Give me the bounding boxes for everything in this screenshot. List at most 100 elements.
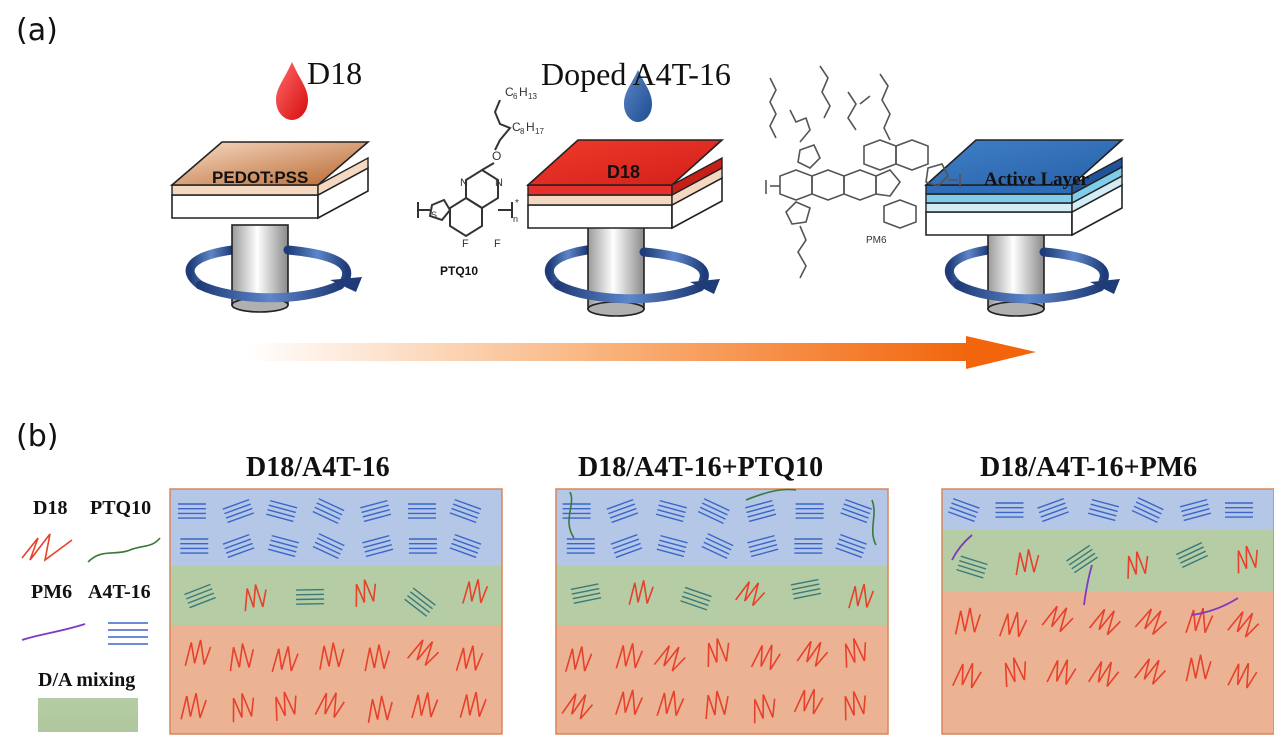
a4t16-stack xyxy=(747,534,779,558)
d18-chain xyxy=(753,694,776,724)
legend-d18-squiggle xyxy=(21,533,73,562)
d18-chain xyxy=(848,583,875,609)
a4t16-stack xyxy=(1087,498,1120,522)
box-border xyxy=(941,488,1274,735)
chem-c6-sub: 6 xyxy=(513,92,518,101)
a4t16-stack xyxy=(1225,502,1254,518)
d18-chain xyxy=(184,639,212,667)
legend-ptq10-line xyxy=(87,537,161,563)
pm6-structure xyxy=(765,65,961,279)
pm6-chain xyxy=(1083,564,1093,606)
d18-chain xyxy=(1046,659,1077,685)
mixing-region xyxy=(942,530,1274,592)
a4t16-stack xyxy=(404,587,436,617)
chem-s: S xyxy=(431,210,437,220)
morphology-box-3 xyxy=(941,488,1274,735)
a4t16-stack xyxy=(610,533,643,559)
d18-chain xyxy=(406,639,440,666)
d18-chain xyxy=(844,638,867,668)
drop-red-icon xyxy=(276,62,308,120)
d18-chain xyxy=(656,690,685,717)
legend-d18-label: D18 xyxy=(33,497,67,519)
panel-b-label: (b) xyxy=(16,419,58,454)
d18-chain xyxy=(1041,605,1074,633)
d18-chain xyxy=(229,643,255,672)
chem-f2: F xyxy=(494,238,501,250)
d18-chain xyxy=(1227,662,1258,689)
chem-h17-sub: 17 xyxy=(535,127,544,136)
d18-chain xyxy=(355,579,377,607)
chem-n2: N xyxy=(495,177,503,189)
a4t16-stack xyxy=(655,499,687,523)
d18-chain xyxy=(628,580,654,606)
pm6-chain xyxy=(951,534,973,561)
a4t16-stack xyxy=(449,533,482,559)
a4t16-stack xyxy=(1037,497,1069,523)
ptq10-chain xyxy=(871,499,877,546)
ptq10-chain xyxy=(568,491,575,539)
d18-chain xyxy=(653,645,686,672)
a4t16-stack xyxy=(790,578,822,600)
box-border xyxy=(555,488,889,735)
a4t16-stack xyxy=(606,498,639,524)
chem-h13: H xyxy=(519,85,528,99)
a4t16-stack xyxy=(312,533,345,559)
d18-chain xyxy=(459,691,487,718)
d18-chain xyxy=(750,644,781,671)
d18-chain xyxy=(998,611,1028,638)
a4t16-stack xyxy=(656,534,688,558)
d18-chain xyxy=(735,581,766,607)
d18-chain xyxy=(455,645,484,672)
d18-chain xyxy=(1185,607,1214,634)
panel-a-label: (a) xyxy=(16,13,58,48)
d18-chain xyxy=(951,662,982,689)
chem-c8-sub: 8 xyxy=(520,127,525,136)
d18-chain xyxy=(1127,551,1149,579)
d18-chain xyxy=(271,646,299,673)
a4t16-stack xyxy=(745,499,777,523)
d18-chain xyxy=(615,689,644,715)
d18-chain xyxy=(314,692,345,718)
d18-chain xyxy=(1004,657,1027,688)
legend-ptq10-label: PTQ10 xyxy=(90,497,151,519)
a4t16-stack xyxy=(794,538,823,554)
a4t16-stack xyxy=(795,503,824,519)
process-arrow xyxy=(248,336,1036,369)
acceptor-region xyxy=(170,489,502,566)
a4t16-stack xyxy=(570,583,602,604)
d18-chain xyxy=(705,690,729,720)
spin-coater-1 xyxy=(169,141,371,313)
d18-chain xyxy=(364,644,391,672)
pm6-label: PM6 xyxy=(866,235,887,246)
chem-f1: F xyxy=(462,238,469,250)
box3-title: D18/A4T-16+PM6 xyxy=(980,452,1197,483)
mixing-region xyxy=(556,566,888,626)
a4t16-stack xyxy=(562,503,591,519)
legend-pm6-line xyxy=(21,623,86,641)
drop-blue-icon xyxy=(624,70,652,122)
d18-chain xyxy=(180,693,207,720)
chem-n-sub: n xyxy=(513,214,518,224)
a4t16-stack xyxy=(1176,542,1208,568)
a4t16-stack xyxy=(566,538,595,554)
layer-pedot-label: PEDOT:PSS xyxy=(212,168,308,187)
donor-region xyxy=(942,592,1274,734)
a4t16-stack xyxy=(701,533,734,559)
a4t16-stack xyxy=(408,538,437,554)
d18-chain xyxy=(367,695,393,724)
morphology-box-2 xyxy=(555,488,889,735)
layer-active-label: Active Layer xyxy=(984,169,1090,190)
a4t16-stack xyxy=(266,499,298,523)
chem-h13-sub: 13 xyxy=(528,92,537,101)
d18-chain xyxy=(954,607,981,635)
d18-chain xyxy=(232,693,255,723)
acceptor-region xyxy=(556,489,888,566)
a4t16-stack xyxy=(1066,544,1098,574)
legend-a4t16-label: A4T-16 xyxy=(88,581,151,603)
d18-chain xyxy=(796,640,829,667)
d18-chain xyxy=(1227,611,1260,638)
drop1-label: D18 xyxy=(307,55,362,91)
legend-pm6-label: PM6 xyxy=(31,581,72,603)
box-border xyxy=(169,488,503,735)
a4t16-stack xyxy=(222,533,255,559)
